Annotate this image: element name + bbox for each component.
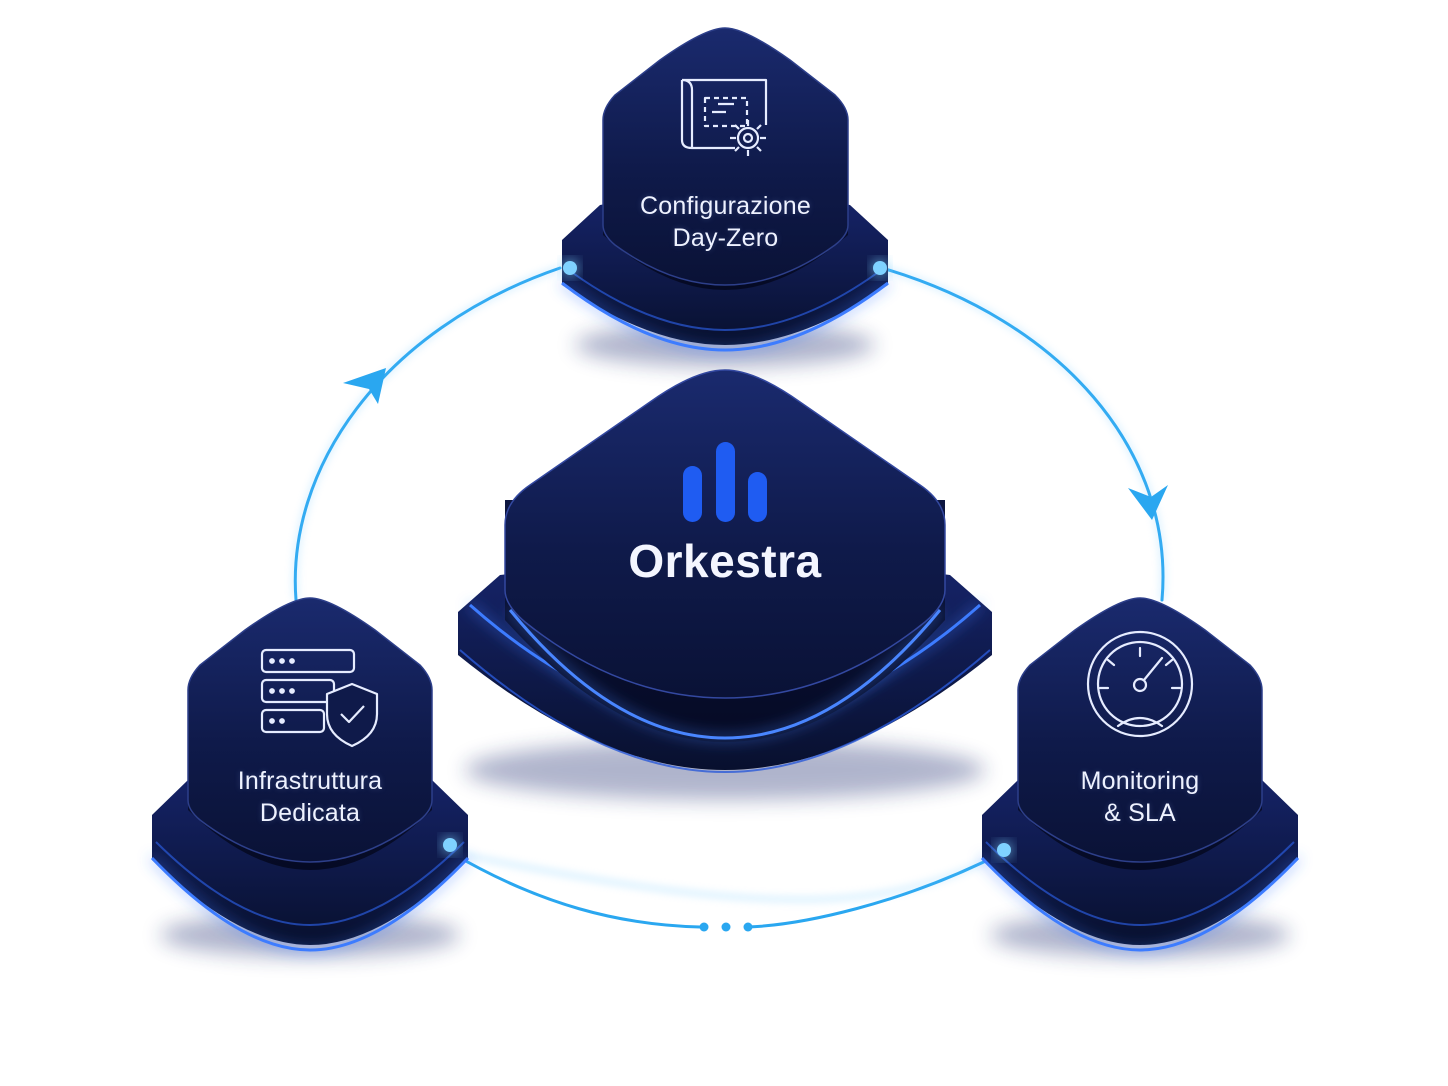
node-right-label: Monitoring & SLA [1018,765,1262,829]
arrow-head-right [1128,485,1168,520]
node-right-block [980,597,1300,957]
equalizer-bars-icon [683,442,767,522]
connector-right-to-left [448,850,1006,929]
brand-name: Orkestra [628,535,822,587]
connector-dot [743,922,753,932]
connector-dot [721,922,731,932]
server-shield-icon [260,648,379,748]
node-right-label-line2: & SLA [1104,799,1176,827]
arrow-head-left [343,368,386,404]
blueprint-gear-icon [680,78,768,156]
node-left-label-line2: Dedicata [259,799,361,827]
connector-glow [292,265,1166,903]
node-right-label-line1: Monitoring [1080,767,1200,795]
node-top-label: Configurazione Day-Zero [603,190,848,254]
node-top-block [561,27,889,367]
node-top-label-line2: Day-Zero [672,224,779,252]
node-top-label-line1: Configurazione [640,192,811,220]
node-left-label-line1: Infrastruttura [237,767,383,795]
node-left-label: Infrastruttura Dedicata [188,765,432,829]
gauge-icon [1086,630,1194,738]
connector-dot [699,922,709,932]
center-block [458,369,992,800]
node-left-block [150,597,470,957]
